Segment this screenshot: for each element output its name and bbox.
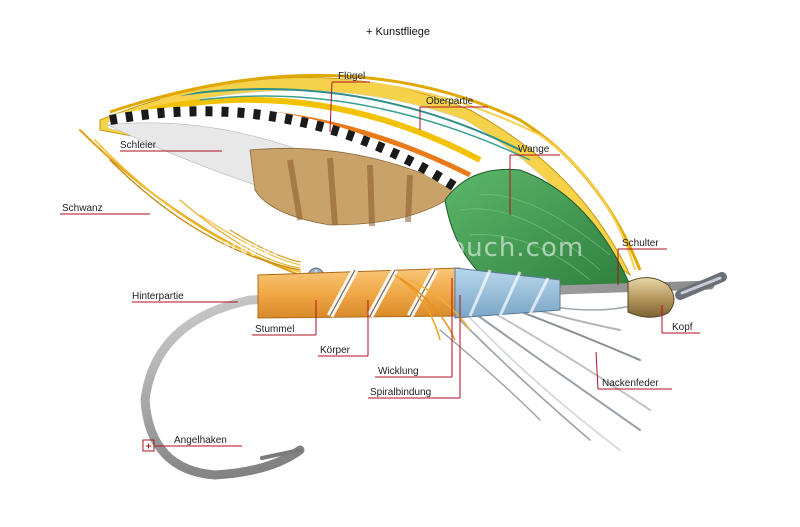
label-koerper: Körper — [320, 345, 351, 356]
watermark: www.bildwoerterbuch.com — [216, 233, 584, 263]
label-schulter: Schulter — [622, 238, 659, 249]
leader-lines — [60, 81, 700, 452]
body — [257, 267, 561, 319]
label-oberpartie: Oberpartie — [426, 96, 474, 107]
label-spiralbindung: Spiralbindung — [370, 387, 431, 398]
label-schwanz: Schwanz — [62, 203, 103, 214]
label-wicklung: Wicklung — [378, 366, 419, 377]
tail-fibers — [79, 129, 301, 276]
label-wange: Wange — [518, 144, 550, 155]
diagram-title: + Kunstfliege — [366, 26, 430, 38]
label-schleier: Schleier — [120, 140, 157, 151]
label-stummel: Stummel — [255, 324, 294, 335]
hackle — [439, 299, 651, 451]
label-hinterpartie: Hinterpartie — [132, 291, 184, 302]
wing — [99, 73, 642, 277]
label-fluegel: Flügel — [338, 71, 365, 82]
label-kopf: Kopf — [672, 322, 693, 333]
hook — [140, 272, 727, 480]
label-nackenfeder: Nackenfeder — [602, 378, 659, 389]
label-angelhaken: Angelhaken — [174, 435, 227, 446]
